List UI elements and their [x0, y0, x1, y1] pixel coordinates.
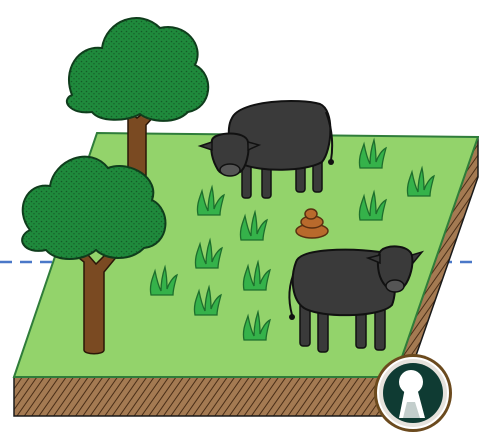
soil-layer-front — [14, 377, 395, 416]
keyhole-icon — [374, 354, 452, 432]
